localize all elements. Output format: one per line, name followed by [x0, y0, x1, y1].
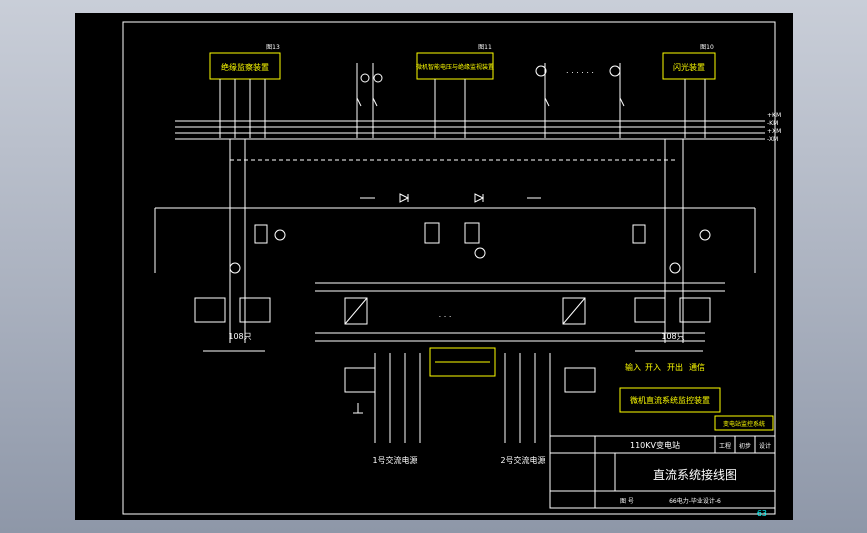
drawing-sheet: 绝缘监察装置 图13 微机智能电压与绝缘监视装置 图11 闪光装置 图10 . … — [122, 21, 781, 518]
ac-branches — [344, 353, 596, 443]
ac-supply-2-label: 2号交流电源 — [500, 455, 545, 465]
feeder-switches — [356, 65, 625, 107]
contactor-box — [429, 347, 496, 377]
battery-banks — [194, 297, 711, 352]
ctrl-input-2: 开入 — [645, 363, 661, 372]
substation-system-label: 变电站监控系统 — [723, 420, 765, 428]
col-label-2: 初步 — [739, 442, 751, 450]
ellipsis-label: . . . — [439, 310, 452, 319]
monitor-device-box — [619, 387, 721, 413]
drawing-border — [122, 21, 776, 515]
device-box-2 — [416, 52, 494, 80]
ctrl-input-1: 输入 — [625, 362, 641, 372]
device-3-label: 闪光装置 — [673, 62, 705, 72]
sheet-number: 63 — [757, 509, 767, 518]
ctrl-input-4: 通信 — [689, 362, 705, 372]
rectifier-1 — [344, 297, 368, 325]
battery-label-2: 108只 — [661, 332, 684, 341]
device-feeders — [219, 63, 706, 138]
title-block — [549, 435, 776, 509]
bus-label-2: -KM — [767, 120, 778, 127]
device-box-1 — [209, 52, 281, 80]
side-components — [229, 222, 711, 274]
device-2-ref: 图11 — [478, 44, 492, 51]
substation-system-box — [714, 415, 774, 431]
device-1-label: 绝缘监察装置 — [221, 62, 269, 72]
col-label-3: 设计 — [759, 442, 771, 450]
bus-label-4: -XM — [767, 136, 778, 143]
drawing-code: 66电力-毕业设计-6 — [669, 497, 721, 505]
rectifier-2 — [562, 297, 586, 325]
dots-label: . . . . . . — [566, 66, 594, 75]
tie-devices — [360, 193, 541, 203]
bus-label-1: +KM — [767, 112, 781, 119]
device-box-3 — [662, 52, 716, 80]
bus-label-3: +XM — [767, 128, 781, 135]
middle-bus — [315, 282, 725, 342]
ac-supply-1-label: 1号交流电源 — [372, 455, 417, 465]
col-label-1: 工程 — [719, 442, 731, 450]
cad-viewport[interactable]: 绝缘监察装置 图13 微机智能电压与绝缘监视装置 图11 闪光装置 图10 . … — [75, 13, 793, 520]
monitor-device-label: 微机直流系统监控装置 — [630, 395, 710, 405]
battery-label-1: 108只 — [228, 332, 251, 341]
figure-label: 图 号 — [620, 498, 634, 505]
device-1-ref: 图13 — [266, 44, 280, 51]
device-3-ref: 图10 — [700, 44, 714, 51]
small-bus-bars — [175, 120, 765, 140]
device-2-label: 微机智能电压与绝缘监视装置 — [416, 63, 494, 71]
drawing-title: 直流系统接线图 — [653, 467, 737, 482]
project-name: 110KV变电站 — [630, 440, 680, 450]
ctrl-input-3: 开出 — [667, 362, 683, 372]
